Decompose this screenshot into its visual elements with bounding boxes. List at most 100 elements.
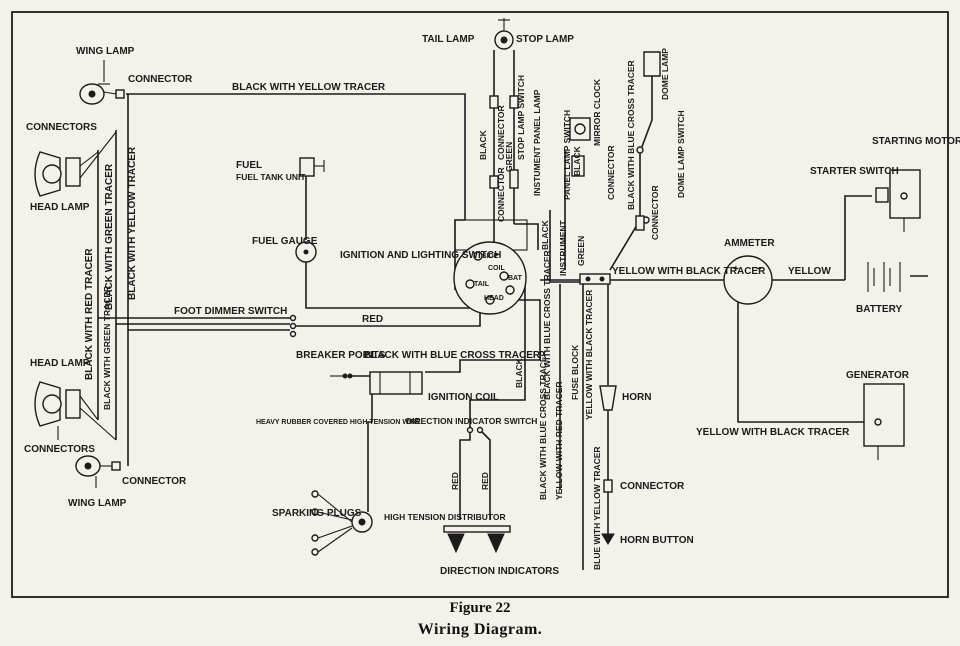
label-connector-bottom: CONNECTOR (122, 476, 187, 487)
label-v-yellow-red-2: YELLOW WITH RED TRACER (554, 381, 564, 500)
mirror-clock (569, 117, 591, 177)
label-stop-lamp: STOP LAMP (516, 34, 574, 45)
label-v-black-tail: BLACK (478, 129, 488, 160)
label-v-black-red: BLACK WITH RED TRACER (84, 248, 95, 380)
battery (867, 262, 901, 292)
label-v-connector-3: CONNECTOR (606, 145, 616, 200)
label-black-yellow-top: BLACK WITH YELLOW TRACER (232, 82, 386, 93)
tail-stop-lamp (489, 18, 519, 189)
wire-stop-down (514, 223, 539, 250)
label-fuel-tank-unit: FUEL TANK UNIT (236, 172, 306, 182)
label-direction-switch: DIRECTION INDICATOR SWITCH (406, 416, 537, 426)
diagram-frame (11, 11, 949, 598)
label-v-yellow-black: YELLOW WITH BLACK TRACER (584, 290, 594, 420)
label-battery: BATTERY (856, 304, 902, 315)
label-instrument-panel-lamp: INSTUMENT PANEL LAMP (532, 89, 542, 196)
wire-red-2 (479, 429, 491, 520)
label-ignition-switch: IGNITION AND LIGHTING SWITCH (340, 250, 501, 261)
wing-lamp-top (79, 60, 125, 105)
horn-button (601, 533, 615, 545)
label-wing-lamp-bottom: WING LAMP (68, 498, 127, 509)
figure-title: Wiring Diagram. (417, 621, 543, 638)
wire-red-1 (459, 430, 471, 520)
wiring (97, 50, 928, 570)
label-switch-tail: TAIL (474, 281, 490, 288)
label-stop-lamp-switch: STOP LAMP SWITCH (516, 75, 526, 160)
distributor (311, 490, 373, 556)
label-yellow-battery: YELLOW (788, 266, 831, 277)
ammeter: + − (723, 255, 773, 305)
label-v-green-stop: GREEN (504, 142, 514, 172)
label-black-blue-cross-h: BLACK WITH BLUE CROSS TRACER (364, 350, 541, 361)
dome-lamp (635, 51, 661, 231)
label-switch-head: HEAD (484, 295, 504, 302)
label-tail-lamp: TAIL LAMP (422, 34, 475, 45)
wire-starter (844, 195, 872, 280)
label-red-dimmer: RED (362, 314, 383, 325)
wing-lamp-bottom (75, 455, 121, 488)
label-fuel: FUEL (236, 160, 262, 171)
label-generator: GENERATOR (846, 370, 910, 381)
figure-number: Figure 22 (449, 600, 511, 616)
wire-ht (367, 392, 373, 512)
wire-generator (737, 296, 876, 423)
label-v-black-panel: BLACK (572, 145, 582, 176)
label-wing-lamp-top: WING LAMP (76, 46, 135, 57)
label-head-lamp-bottom: HEAD LAMP (30, 358, 90, 369)
label-v-black-coil: BLACK (514, 357, 524, 388)
ignition-lighting-switch (453, 219, 528, 315)
label-switch-bat: BAT (508, 275, 523, 282)
label-ignition-coil: IGNITION COIL (428, 392, 499, 403)
fuse-block (579, 273, 611, 285)
label-ht-wire: HEAVY RUBBER COVERED HIGH TENSION WIRE. (256, 419, 423, 426)
horn-connector (603, 479, 613, 493)
horn (599, 385, 617, 411)
label-switch-side: SIDE (482, 253, 499, 260)
label-v-fuse-block: FUSE BLOCK (570, 344, 580, 400)
label-horn-connector: CONNECTOR (620, 481, 685, 492)
svg-text:−: − (756, 264, 762, 275)
wire-red-dimmer (296, 308, 481, 327)
label-v-black-blue-2: BLACK WITH BLUE CROSS TRACER (538, 350, 548, 500)
label-connectors-top: CONNECTORS (26, 122, 97, 133)
label-red-1: RED (450, 472, 460, 490)
label-v-connector-4: CONNECTOR (650, 185, 660, 240)
label-horn: HORN (622, 392, 651, 403)
label-v-connector-1: CONNECTOR (496, 105, 506, 160)
label-ammeter: AMMETER (724, 238, 775, 249)
fuel-tank-unit (299, 157, 325, 177)
wire-black-coil (469, 285, 526, 428)
ignition-coil (369, 371, 423, 395)
label-yellow-black-amm: YELLOW WITH BLACK TRACER (612, 266, 766, 277)
label-v-black-green-b: BLACK WITH GREEN TRACER (102, 286, 112, 410)
label-v-black-yellow: BLACK WITH YELLOW TRACER (127, 146, 138, 300)
foot-dimmer-switch (289, 314, 297, 338)
label-v-black-green-top: BLACK WITH GREEN TRACER (104, 163, 115, 310)
label-v-black-blue-1: BLACK WITH BLUE CROSS TRACER (542, 250, 552, 400)
head-lamp-top (34, 131, 117, 197)
label-starting-motor: STARTING MOTOR (872, 136, 960, 147)
label-v-green: GREEN (576, 236, 586, 266)
breaker-points (330, 373, 353, 379)
label-starter-switch: STARTER SWITCH (810, 166, 899, 177)
starting-motor (875, 169, 921, 232)
label-v-black-instr: BLACK (540, 219, 550, 250)
label-v-connector-2: CONNECTOR (496, 167, 506, 222)
label-v-instrument: INSTRUMENT (558, 219, 568, 276)
label-connectors-bottom: CONNECTORS (24, 444, 95, 455)
labels: WING LAMP CONNECTOR BLACK WITH YELLOW TR… (24, 34, 960, 577)
fuel-gauge (295, 241, 317, 263)
wire-black-yellow-top (126, 93, 466, 220)
svg-text:+: + (733, 264, 739, 275)
label-distributor: HIGH TENSION DISTRIBUTOR (384, 512, 506, 522)
label-horn-button: HORN BUTTON (620, 535, 694, 546)
label-fuel-gauge: FUEL GAUGE (252, 236, 318, 247)
direction-indicators (443, 525, 511, 554)
direction-switch (466, 426, 484, 434)
label-breaker-points: BREAKER POINTS (296, 350, 386, 361)
label-foot-dimmer: FOOT DIMMER SWITCH (174, 306, 287, 317)
label-gen-yellow-black: YELLOW WITH BLACK TRACER (696, 427, 850, 438)
label-dome-lamp-switch: DOME LAMP SWITCH (676, 110, 686, 198)
